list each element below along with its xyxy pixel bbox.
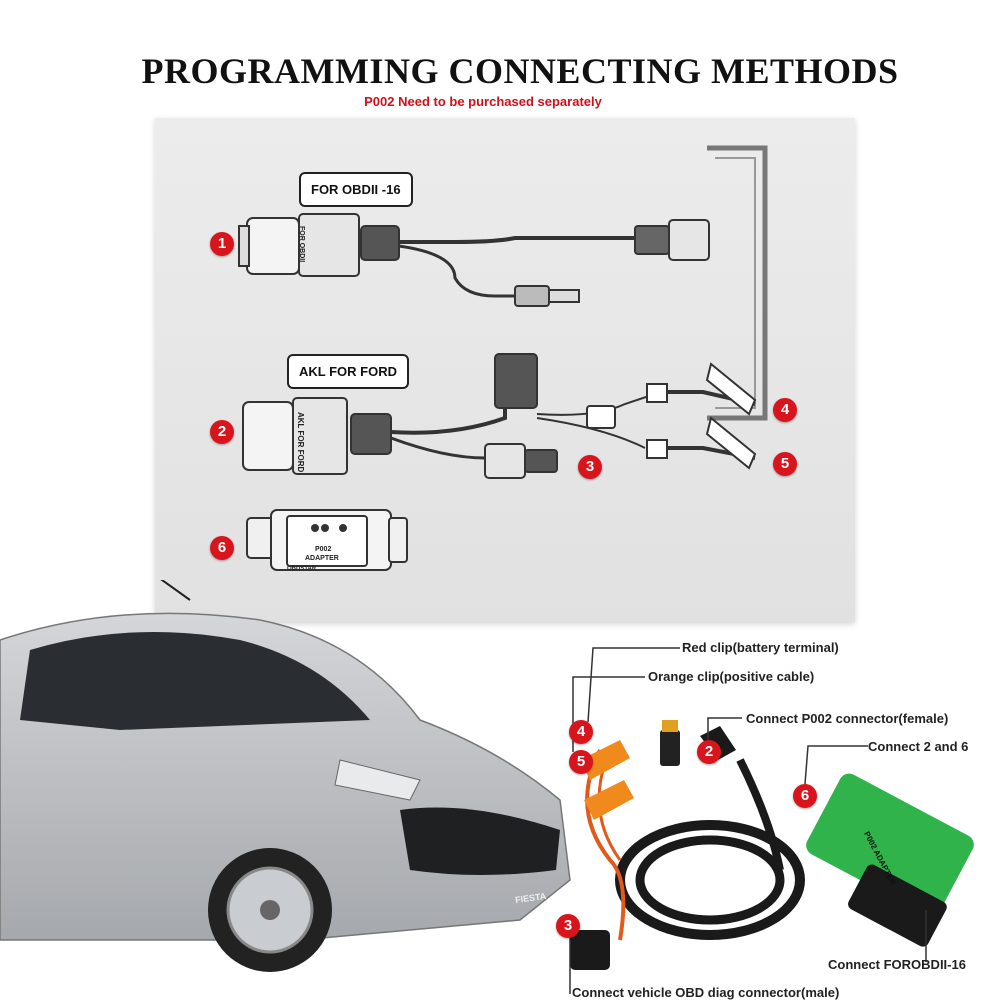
badge-4: 4 [773, 398, 797, 422]
adapter-drawing-name: P002 [315, 546, 332, 553]
cable-obdii [238, 213, 710, 307]
photo-badge-5: 5 [569, 750, 593, 774]
badge-2: 2 [210, 420, 234, 444]
adapter-drawing [246, 509, 408, 571]
badge-6: 6 [210, 536, 234, 560]
callout-obdii: FOR OBDII -16 [299, 172, 413, 207]
cable-akl [242, 353, 757, 479]
car-illustration [0, 580, 571, 972]
photo-badge-6: 6 [793, 784, 817, 808]
badge-1: 1 [210, 232, 234, 256]
cable-diagram [238, 145, 768, 571]
page-subtitle: P002 Need to be purchased separately [364, 94, 602, 109]
badge-3: 3 [578, 455, 602, 479]
label-orange-clip: Orange clip(positive cable) [648, 669, 815, 684]
obdii-connector-text: FOR OBDII [298, 226, 305, 263]
diagram-panel: FOR OBDII AKL FOR FORD P002 ADAPTER OBDS… [155, 118, 855, 622]
akl-connector-text: AKL FOR FORD [296, 412, 305, 473]
label-p002-connector: Connect P002 connector(female) [746, 711, 949, 726]
photo-badge-3: 3 [556, 914, 580, 938]
photo-badge-2: 2 [697, 740, 721, 764]
tablet-outline [707, 145, 768, 421]
callout-akl: AKL FOR FORD [287, 354, 409, 389]
p002-adapter-photo [806, 773, 974, 947]
label-red-clip: Red clip(battery terminal) [682, 640, 839, 655]
badge-5: 5 [773, 452, 797, 476]
adapter-drawing-sub: ADAPTER [305, 555, 339, 562]
adapter-drawing-brand: OBDSTAR [287, 566, 317, 572]
photo-badge-4: 4 [569, 720, 593, 744]
page-title: PROGRAMMING CONNECTING METHODS [141, 51, 899, 91]
cable-photo [570, 720, 974, 970]
label-connect-vehicle: Connect vehicle OBD diag connector(male) [572, 985, 840, 1000]
label-connect-2-6: Connect 2 and 6 [868, 739, 969, 754]
label-connect-obdii: Connect FOROBDII-16 [828, 957, 966, 972]
